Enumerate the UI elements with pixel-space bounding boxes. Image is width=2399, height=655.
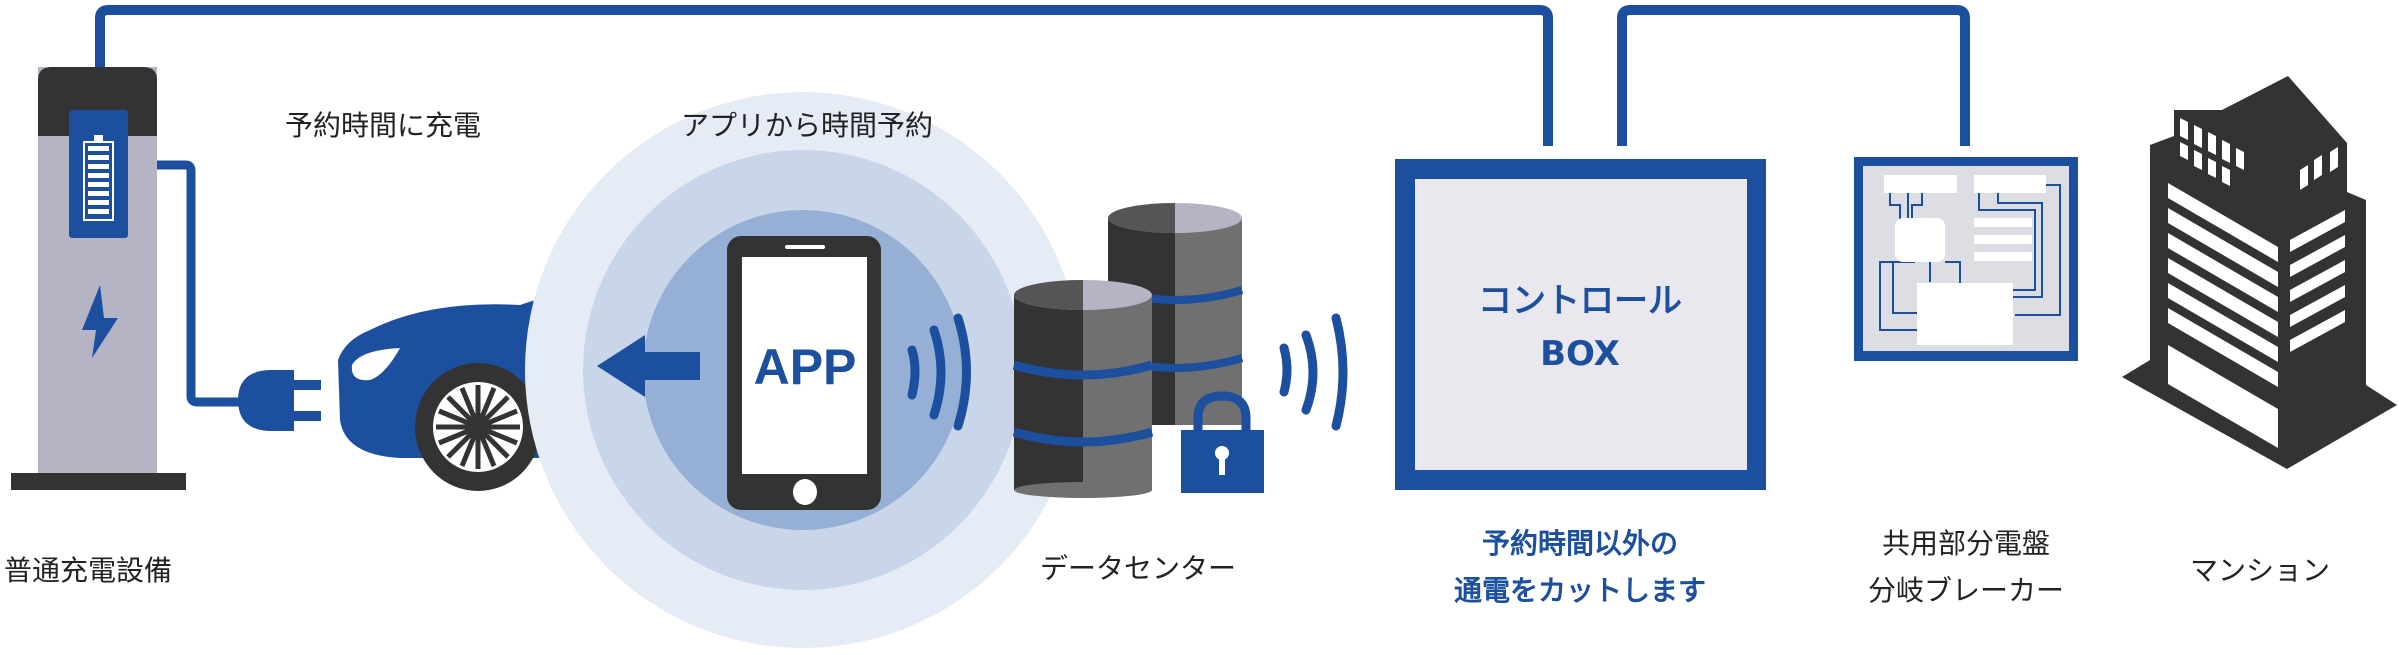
battery-icon bbox=[69, 110, 128, 238]
building-icon bbox=[2122, 76, 2397, 469]
charging-station-label: 普通充電設備 bbox=[4, 554, 172, 587]
cut-power-label-line2: 通電をカットします bbox=[1454, 574, 1706, 607]
arrow-left-icon bbox=[597, 335, 700, 397]
wire-control-box-to-breaker bbox=[1617, 5, 1970, 146]
mansion-label: マンション bbox=[2190, 554, 2330, 587]
wire-station-to-control-box bbox=[95, 5, 1553, 146]
charge-at-reserved-time-label: 予約時間に充電 bbox=[285, 109, 481, 142]
charging-station-icon bbox=[11, 67, 186, 490]
reserve-from-app-label: アプリから時間予約 bbox=[681, 109, 933, 142]
control-box-icon bbox=[1395, 159, 1766, 490]
breaker-label-line1: 共用部分電盤 bbox=[1882, 527, 2050, 560]
lock-icon bbox=[1181, 391, 1264, 493]
wireless-signal-icon bbox=[907, 313, 971, 431]
app-label: APP bbox=[754, 339, 857, 395]
cut-power-label-line1: 予約時間以外の bbox=[1482, 527, 1678, 560]
car-icon bbox=[338, 280, 574, 491]
breaker-panel-icon bbox=[1854, 157, 2078, 361]
control-box-label-line1: コントロール bbox=[1478, 281, 1682, 321]
database-icon bbox=[1012, 203, 1244, 498]
data-center-label: データセンター bbox=[1040, 552, 1236, 585]
lightning-icon bbox=[82, 285, 118, 358]
breaker-label-line2: 分岐ブレーカー bbox=[1868, 574, 2064, 607]
plug-icon bbox=[238, 370, 321, 431]
control-box-label-line2: BOX bbox=[1540, 334, 1620, 374]
smartphone-icon bbox=[727, 236, 881, 510]
wireless-signal-icon bbox=[1279, 313, 1348, 431]
charging-cable bbox=[157, 160, 245, 407]
